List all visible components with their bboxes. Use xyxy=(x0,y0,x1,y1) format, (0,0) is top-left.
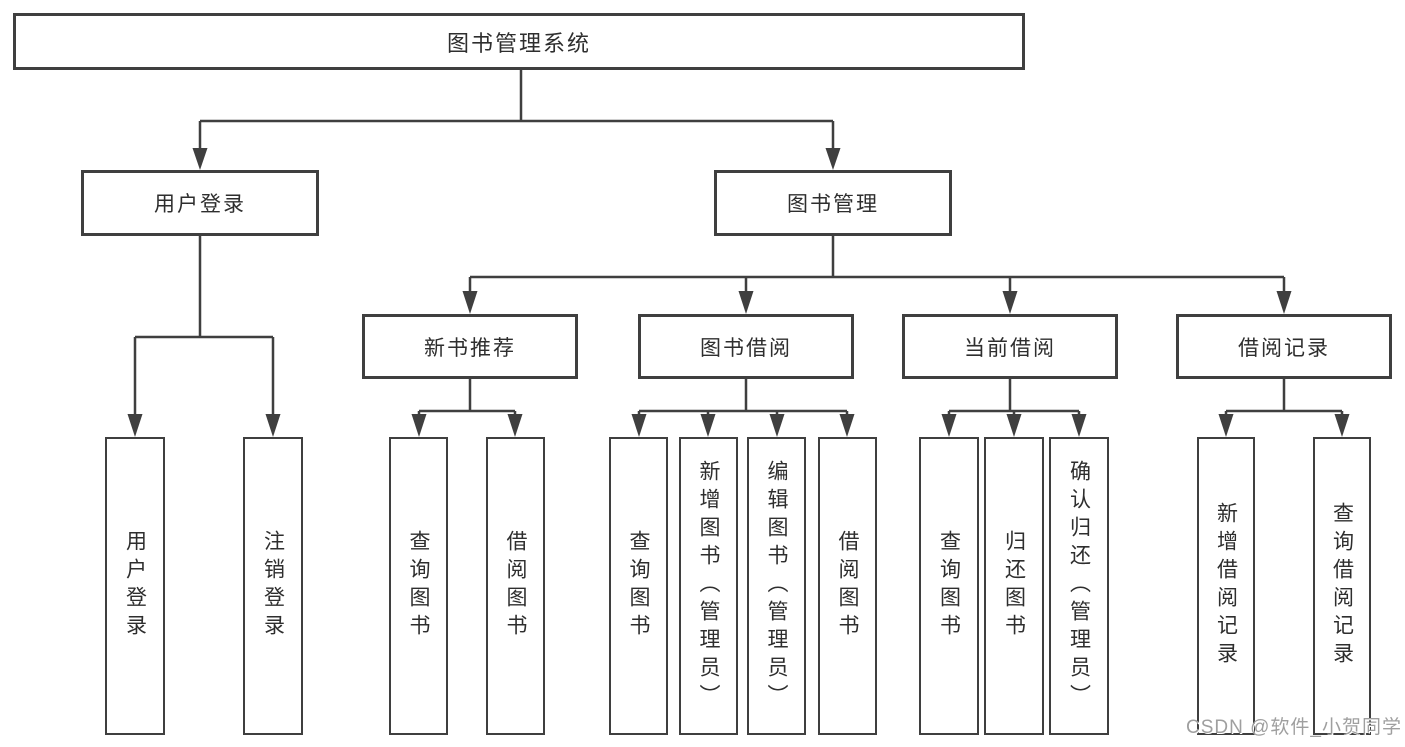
leaf-query-borrow-record: 查询借阅记录 xyxy=(1313,437,1371,735)
node-label: 注销登录 xyxy=(261,530,285,642)
leaf-edit-book-admin: 编辑图书（管理员） xyxy=(747,437,806,735)
leaf-confirm-return-admin: 确认归还（管理员） xyxy=(1049,437,1109,735)
node-label: 图书管理 xyxy=(787,193,879,216)
node-label: 借阅图书 xyxy=(836,530,859,642)
leaf-add-borrow-record: 新增借阅记录 xyxy=(1197,437,1255,735)
node-borrowing-records: 借阅记录 xyxy=(1176,314,1392,379)
leaf-borrow-books-recommend: 借阅图书 xyxy=(486,437,545,735)
node-current-borrowing: 当前借阅 xyxy=(902,314,1118,379)
leaf-query-books-current: 查询图书 xyxy=(919,437,979,735)
node-label: 图书借阅 xyxy=(700,336,792,360)
csdn-watermark: CSDN @软件_小贺同学 xyxy=(1186,717,1402,738)
node-label: 查询借阅记录 xyxy=(1330,502,1354,670)
node-label: 用户登录 xyxy=(123,530,147,642)
node-label: 图书管理系统 xyxy=(446,30,591,56)
node-label: 确认归还（管理员） xyxy=(1067,460,1091,712)
leaf-add-book-admin: 新增图书（管理员） xyxy=(679,437,738,735)
node-label: 当前借阅 xyxy=(964,336,1056,360)
node-label: 用户登录 xyxy=(154,193,246,216)
node-book-management: 图书管理 xyxy=(714,170,952,236)
node-user-login: 用户登录 xyxy=(81,170,319,236)
leaf-logout: 注销登录 xyxy=(243,437,303,735)
node-label: 新书推荐 xyxy=(424,336,516,360)
node-label: 查询图书 xyxy=(937,530,961,642)
node-book-borrowing: 图书借阅 xyxy=(638,314,854,379)
leaf-user-login: 用户登录 xyxy=(105,437,165,735)
node-library-management-system: 图书管理系统 xyxy=(13,13,1025,70)
node-label: 新增借阅记录 xyxy=(1214,502,1238,670)
node-label: 查询图书 xyxy=(627,530,650,642)
node-label: 编辑图书（管理员） xyxy=(765,460,788,712)
leaf-return-books: 归还图书 xyxy=(984,437,1044,735)
node-label: 借阅记录 xyxy=(1238,336,1330,360)
node-new-book-recommendation: 新书推荐 xyxy=(362,314,578,379)
leaf-borrow-books: 借阅图书 xyxy=(818,437,877,735)
node-label: 借阅图书 xyxy=(504,530,527,642)
node-label: 查询图书 xyxy=(407,530,430,642)
node-label: 归还图书 xyxy=(1002,530,1026,642)
leaf-query-books-recommend: 查询图书 xyxy=(389,437,448,735)
node-label: 新增图书（管理员） xyxy=(697,460,720,712)
leaf-query-books-borrow: 查询图书 xyxy=(609,437,668,735)
